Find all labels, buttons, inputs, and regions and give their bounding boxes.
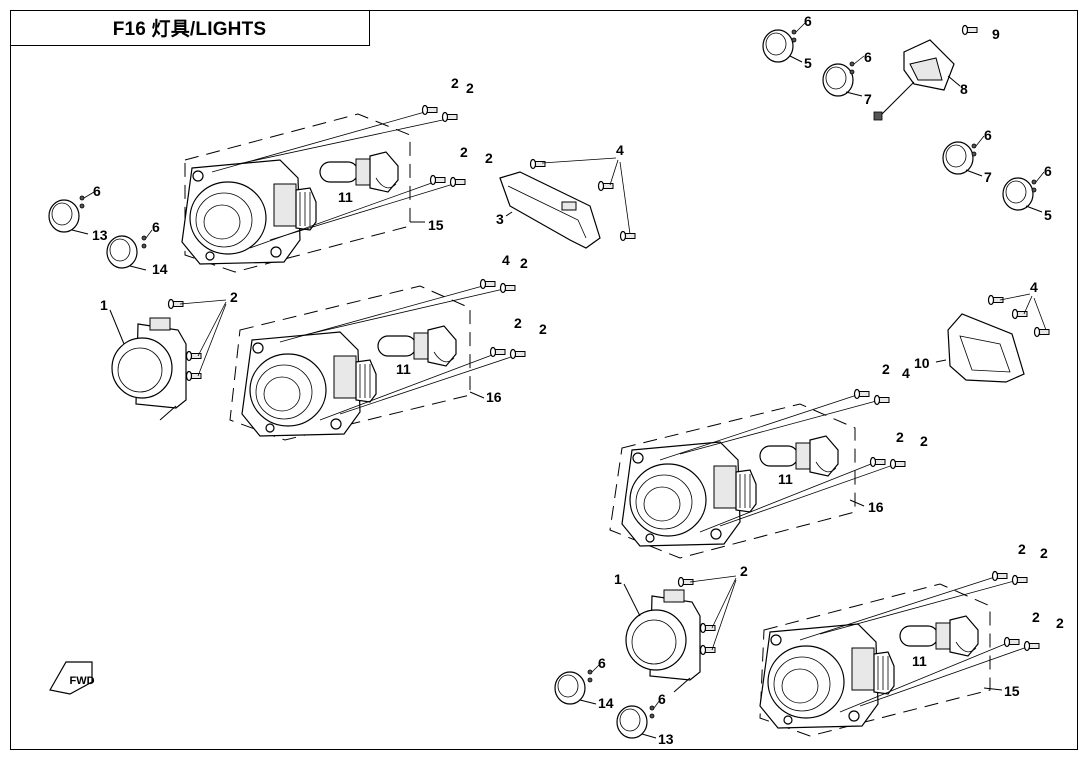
callout: 16	[486, 389, 502, 405]
callout: 2	[1056, 615, 1064, 631]
callout: 11	[338, 189, 353, 205]
headlamp-assembly-15-lower	[759, 570, 1040, 737]
callout: 16	[868, 499, 884, 515]
callout: 14	[152, 261, 168, 277]
callout: 4	[502, 252, 510, 268]
aux-lamp-1-left	[109, 298, 227, 421]
callout: 6	[93, 183, 101, 199]
callout: 2	[740, 563, 748, 579]
callout: 2	[485, 150, 493, 166]
callout: 6	[1044, 163, 1052, 179]
callout: 13	[658, 731, 674, 747]
callout: 7	[984, 169, 992, 185]
reflector-14-lower	[554, 663, 601, 705]
callout: 4	[902, 365, 910, 381]
callout: 8	[960, 81, 968, 97]
callout: 6	[804, 13, 812, 29]
callout: 6	[658, 691, 666, 707]
callout: 4	[1030, 279, 1038, 295]
callout: 2	[882, 361, 890, 377]
callout: 5	[804, 55, 812, 71]
reflector-7-right	[942, 135, 985, 177]
callout-labels: 2 2 2 2 11 15 6 13 6 14 4 3 1 2 4 2 2 2 …	[92, 13, 1064, 747]
callout: 15	[1004, 683, 1020, 699]
callout: 2	[230, 289, 238, 305]
reflector-13-lower	[616, 699, 661, 739]
callout: 11	[912, 653, 927, 669]
bracket-3	[499, 157, 636, 249]
callout: 6	[984, 127, 992, 143]
callout: 2	[1032, 609, 1040, 625]
callout: 14	[598, 695, 614, 711]
callout: 13	[92, 227, 108, 243]
callout: 2	[1018, 541, 1026, 557]
callout: 4	[616, 142, 624, 158]
drawing-frame	[10, 10, 1078, 750]
bracket-10	[935, 293, 1050, 383]
callout: 9	[992, 26, 1000, 42]
headlamp-assembly-16-left	[229, 278, 526, 441]
callout: 2	[466, 80, 474, 96]
title-box: F16 灯具/LIGHTS	[10, 10, 370, 46]
callout: 7	[864, 91, 872, 107]
callout: 5	[1044, 207, 1052, 223]
callout: 1	[614, 571, 622, 587]
callout: 2	[896, 429, 904, 445]
callout: 10	[914, 355, 930, 371]
callout: 11	[396, 361, 411, 377]
callout: 6	[598, 655, 606, 671]
callout: 2	[539, 321, 547, 337]
callout: 2	[451, 75, 459, 91]
callout: 6	[152, 219, 160, 235]
callout: 1	[100, 297, 108, 313]
callout: 2	[1040, 545, 1048, 561]
headlamp-assembly-15-upper	[181, 104, 466, 273]
headlamp-assembly-16-right	[609, 388, 906, 559]
fwd-label: FWD	[69, 675, 94, 687]
callout: 11	[778, 471, 793, 487]
reflector-7-top	[822, 55, 865, 97]
reflector-5-top	[762, 21, 807, 63]
aux-lamp-1-right	[623, 575, 737, 693]
license-lamp-8	[873, 24, 978, 121]
callout: 3	[496, 211, 504, 227]
callout: 2	[520, 255, 528, 271]
callout: 6	[864, 49, 872, 65]
callout: 2	[460, 144, 468, 160]
callout: 2	[514, 315, 522, 331]
reflector-14-upper	[106, 229, 153, 271]
reflector-5-right	[1002, 171, 1045, 213]
reflector-13-upper	[48, 191, 95, 235]
fwd-arrow-icon: FWD	[49, 661, 95, 695]
callout: 15	[428, 217, 444, 233]
callout: 2	[920, 433, 928, 449]
page-title: F16 灯具/LIGHTS	[112, 19, 267, 40]
